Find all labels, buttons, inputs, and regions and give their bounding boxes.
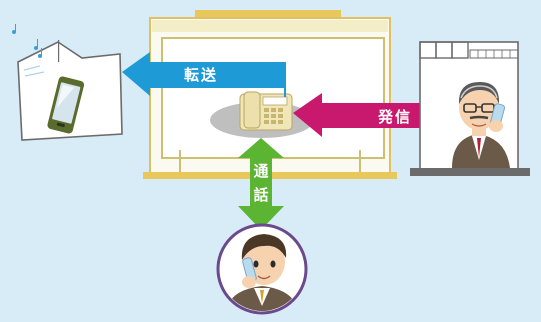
caller-person-icon — [452, 82, 510, 168]
transfer-arrow — [122, 52, 286, 97]
talk-arrow — [238, 138, 284, 230]
music-note-icon — [12, 24, 60, 62]
talk-label-char-2: 話 — [253, 186, 269, 204]
outgoing-call-label: 発信 — [378, 108, 413, 126]
receiver-person-icon — [216, 223, 308, 315]
desk-phone-icon — [210, 91, 314, 138]
talk-label-char-1: 通 — [253, 162, 269, 180]
transfer-label: 転送 — [184, 66, 219, 84]
smartphone-icon — [47, 76, 85, 134]
